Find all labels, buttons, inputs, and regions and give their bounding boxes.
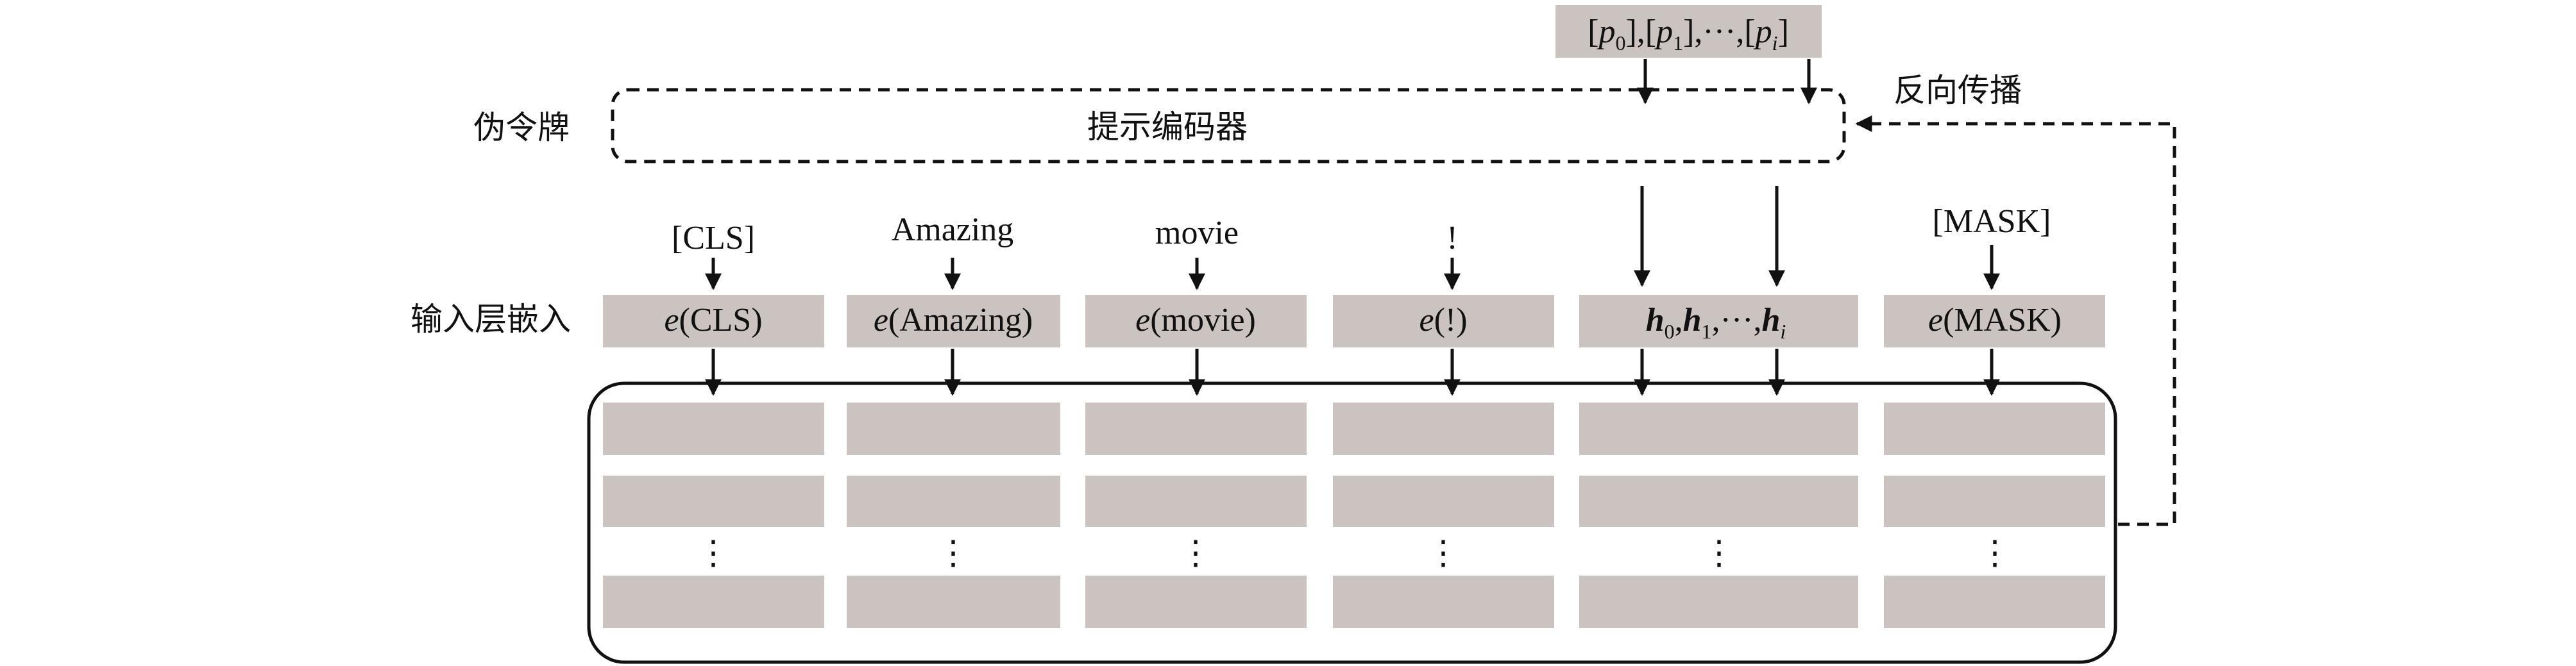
layer-cell	[1579, 476, 1858, 527]
layer-cell	[847, 576, 1060, 628]
layer-cell	[1085, 476, 1307, 527]
model-layers	[603, 403, 2105, 628]
layer-cell	[1884, 576, 2105, 628]
token-cls: [CLS]	[672, 220, 755, 256]
layer-cell	[1085, 403, 1307, 455]
emb-amazing: e(Amazing)	[874, 302, 1033, 338]
layer-cell	[1884, 403, 2105, 455]
emb-movie: e(movie)	[1135, 302, 1256, 338]
prompt-tokens-label: [p0],[p1],···,[pi]	[1588, 13, 1789, 54]
layer-cell	[1333, 403, 1554, 455]
pseudo-tokens-label: 伪令牌	[473, 109, 570, 146]
token-mask: [MASK]	[1933, 203, 2051, 240]
layer-cell	[1884, 476, 2105, 527]
prompt-encoder-box	[611, 88, 1846, 163]
model-container	[587, 381, 2117, 664]
vdots-col3: ⋮	[1179, 535, 1212, 572]
token-amazing: Amazing	[892, 212, 1014, 248]
emb-box-exclaim	[1333, 295, 1554, 347]
layer-cell	[1333, 476, 1554, 527]
layer-cell	[603, 576, 824, 628]
token-movie: movie	[1155, 215, 1239, 251]
layer-cell	[603, 403, 824, 455]
prompt-encoder-label: 提示编码器	[1087, 108, 1248, 146]
input-embedding-label: 输入层嵌入	[411, 301, 571, 338]
emb-hidden: h0,h1,···,hi	[1646, 302, 1786, 343]
vdots-col4: ⋮	[1427, 535, 1460, 572]
token-exclaim: !	[1446, 220, 1457, 256]
vdots-col6: ⋮	[1978, 535, 2012, 572]
vdots-col2: ⋮	[936, 535, 970, 572]
layer-cell	[1579, 403, 1858, 455]
vdots-col1: ⋮	[697, 535, 730, 572]
layer-cell	[1085, 576, 1307, 628]
emb-cls: e(CLS)	[664, 302, 762, 338]
emb-mask: e(MASK)	[1928, 302, 2062, 338]
emb-box-amazing	[847, 295, 1060, 347]
emb-box-cls	[603, 295, 824, 347]
emb-box-mask	[1884, 295, 2105, 347]
layer-cell	[603, 476, 824, 527]
backprop-label: 反向传播	[1894, 72, 2022, 109]
layer-cell	[1579, 576, 1858, 628]
emb-box-movie	[1085, 295, 1307, 347]
backprop-path	[1855, 115, 2176, 526]
emb-box-hidden	[1579, 295, 1858, 347]
layer-cell	[1333, 576, 1554, 628]
vdots-col5: ⋮	[1702, 535, 1736, 572]
layer-cell	[847, 403, 1060, 455]
prompt-tokens-box	[1555, 5, 1822, 58]
layer-cell	[847, 476, 1060, 527]
emb-exclaim: e(!)	[1419, 302, 1467, 338]
